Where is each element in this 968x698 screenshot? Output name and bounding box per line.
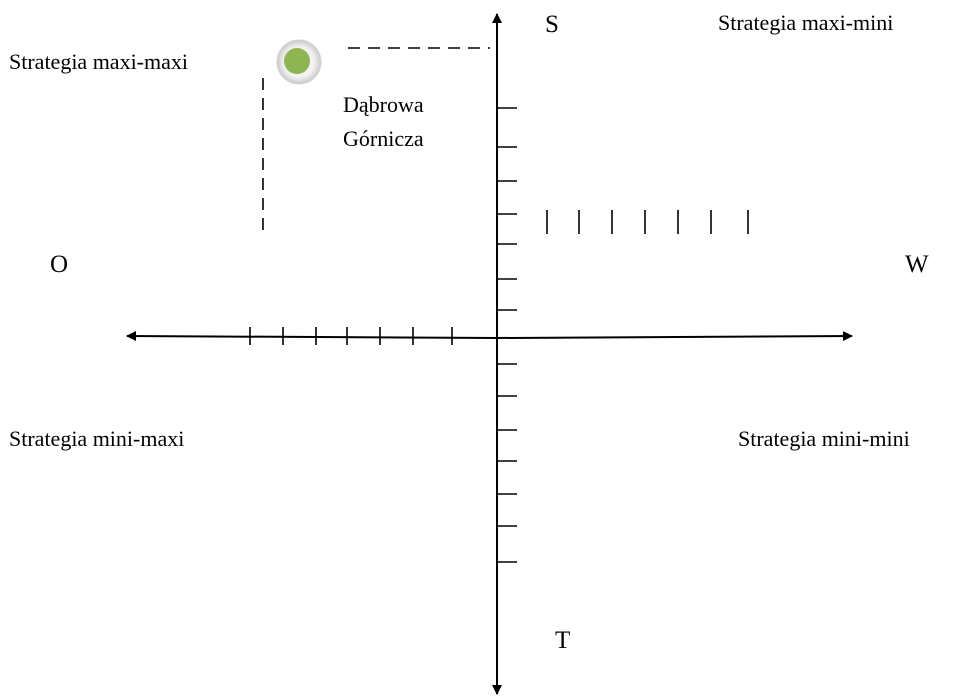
- vertical-upper-ticks: [497, 107, 517, 311]
- quadrant-label-top-right: Strategia maxi-mini: [718, 10, 894, 35]
- axis-label-bottom: T: [555, 627, 571, 654]
- marker-label-line-2: Górnicza: [343, 126, 424, 151]
- horizontal-axis-left-arrow: [126, 331, 498, 342]
- horizontal-left-ticks: [249, 327, 453, 345]
- quadrant-label-top-left: Strategia maxi-maxi: [9, 49, 188, 74]
- horizontal-axis-right-arrow: [496, 331, 853, 342]
- vertical-lower-ticks: [497, 363, 517, 563]
- axis-label-top: S: [545, 11, 559, 38]
- marker-label-line-1: Dąbrowa: [343, 92, 424, 117]
- marker-dot: [284, 48, 310, 74]
- horizontal-axis: [126, 331, 853, 342]
- quadrant-label-bottom-left: Strategia mini-maxi: [9, 426, 185, 451]
- upper-right-ticks: [546, 210, 749, 234]
- axis-label-right: W: [905, 251, 929, 278]
- position-marker: [276, 39, 322, 85]
- marker-guides: [262, 47, 490, 238]
- quadrant-label-bottom-right: Strategia mini-mini: [738, 426, 910, 451]
- axis-label-left: O: [50, 251, 69, 278]
